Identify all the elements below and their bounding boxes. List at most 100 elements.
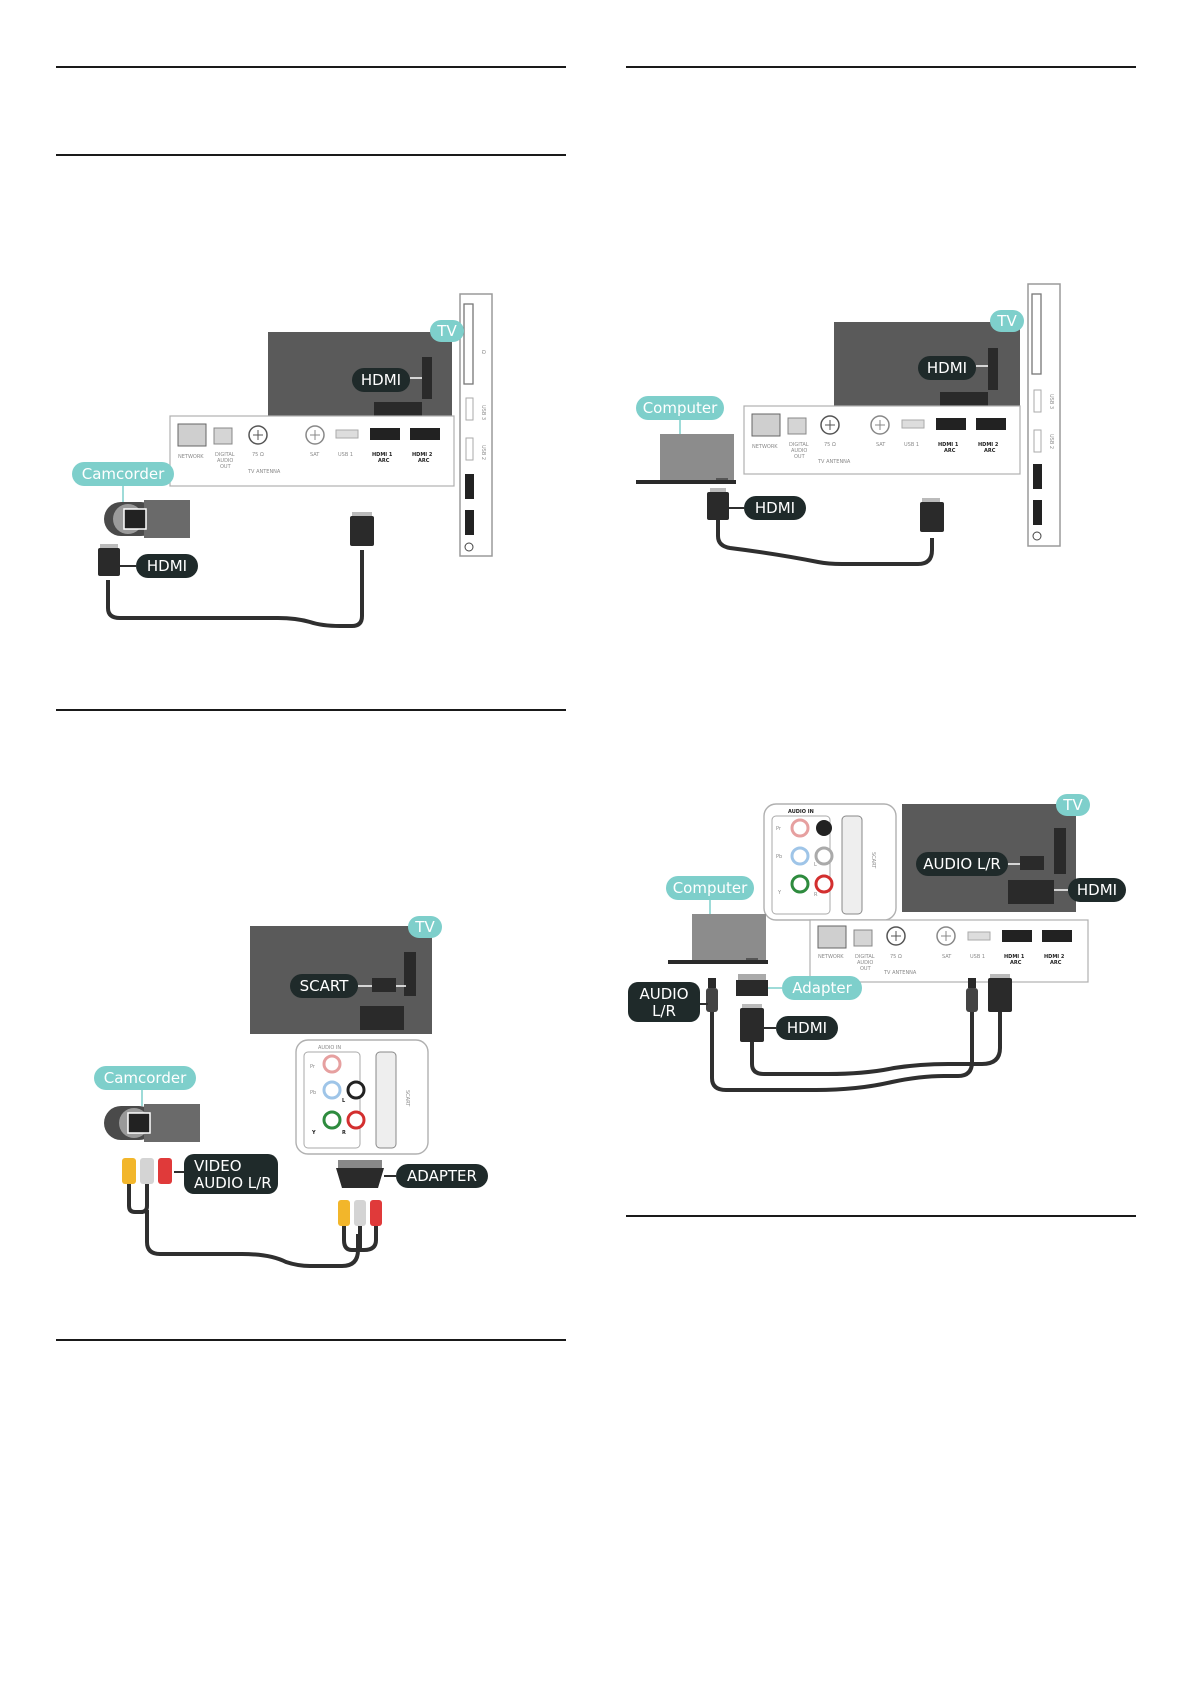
svg-text:Y: Y [777,890,782,896]
hdmi-cable [750,1012,1002,1076]
hdmi-cable [106,550,364,628]
audio-cable-label: AUDIO L/R [628,982,700,1022]
video-audio-label: VIDEO AUDIO L/R [184,1154,278,1194]
svg-text:Camcorder: Camcorder [104,1069,187,1087]
svg-text:OUT: OUT [220,464,232,470]
computer-label: Computer [636,396,724,420]
svg-text:ADAPTER: ADAPTER [407,1167,477,1185]
usb2-label: USB 2 [480,445,486,460]
audio-cable [710,1012,974,1092]
svg-text:NETWORK: NETWORK [752,444,778,450]
svg-text:HDMI 2: HDMI 2 [978,442,999,448]
svg-text:Ω: Ω [480,350,486,354]
scart-adapter [336,1160,384,1252]
section-divider [56,1339,566,1341]
computer-label: Computer [666,876,754,900]
tv-side-panel: Ω USB 3 USB 2 [459,293,493,557]
svg-text:Adapter: Adapter [792,979,852,997]
camcorder-label: Camcorder [94,1066,196,1090]
svg-text:AUDIO IN: AUDIO IN [318,1045,341,1051]
svg-text:SCART: SCART [870,852,876,869]
svg-text:Camcorder: Camcorder [82,465,165,483]
svg-text:HDMI: HDMI [927,359,967,377]
svg-text:AUDIO: AUDIO [639,985,688,1003]
svg-text:AUDIO: AUDIO [217,458,233,464]
camcorder-hdmi-diagram: Ω USB 3 USB 2 TV HDMI NETWORK DIGITAL AU… [60,290,500,635]
svg-text:HDMI: HDMI [787,1019,827,1037]
computer-hdmi-diagram: USB 3 USB 2 TV HDMI NETWORK DIGITAL AUDI… [628,282,1068,602]
svg-text:TV ANTENNA: TV ANTENNA [883,970,917,976]
svg-text:Pr: Pr [310,1064,316,1070]
section-divider [56,66,566,68]
camcorder [104,1104,200,1142]
camcorder-scart-diagram: TV SCART AUDIO IN Pr Pb Y L R SCART Camc… [80,910,520,1280]
svg-text:ARC: ARC [378,458,390,464]
svg-text:SCART: SCART [404,1090,410,1107]
svg-text:AUDIO: AUDIO [791,448,807,454]
camcorder [104,500,190,538]
svg-text:SAT: SAT [942,954,952,960]
audio-port-label: AUDIO L/R [916,852,1008,876]
hdmi-cable-label: HDMI [744,496,806,520]
svg-text:Pb: Pb [776,854,782,860]
rca-cable [127,1184,360,1268]
audio-in-panel: AUDIO IN Pr Pb Y L R SCART [295,1039,429,1155]
svg-text:ARC: ARC [1010,960,1022,966]
hdmi-cable-label: HDMI [136,554,198,578]
computer [668,914,768,964]
audio-in-panel: AUDIO IN Pr Pb Y L R SCART [763,803,897,921]
svg-text:TV: TV [414,918,435,936]
svg-text:HDMI 2: HDMI 2 [412,452,433,458]
svg-text:R: R [342,1130,346,1136]
usb3-label: USB 3 [480,405,486,420]
hdmi-port-label: HDMI [918,356,976,380]
svg-text:AUDIO L/R: AUDIO L/R [923,855,1001,873]
rca-plugs-camcorder [122,1158,172,1184]
svg-text:OUT: OUT [794,454,806,460]
svg-text:ARC: ARC [984,448,996,454]
section-divider [626,1215,1136,1217]
tv-badge: TV [430,320,464,342]
svg-text:DIGITAL: DIGITAL [855,954,875,960]
svg-text:AUDIO L/R: AUDIO L/R [194,1174,272,1192]
svg-text:AUDIO IN: AUDIO IN [788,809,814,815]
svg-text:HDMI 1: HDMI 1 [1004,954,1025,960]
svg-text:USB 2: USB 2 [1048,434,1054,449]
svg-text:TV: TV [1062,796,1083,814]
tv-badge: TV [408,916,442,938]
connector-panel: NETWORK DIGITAL AUDIO OUT 75 Ω TV ANTENN… [169,415,455,487]
svg-text:R: R [814,892,818,898]
svg-text:HDMI: HDMI [361,371,401,389]
svg-text:TV ANTENNA: TV ANTENNA [817,459,851,465]
section-divider [56,154,566,156]
svg-text:ARC: ARC [1050,960,1062,966]
svg-text:TV: TV [996,312,1017,330]
svg-text:USB 1: USB 1 [970,954,985,960]
tv-badge: TV [990,310,1024,332]
connector-panel: NETWORK DIGITAL AUDIO OUT 75 Ω TV ANTENN… [809,919,1089,983]
svg-text:TV ANTENNA: TV ANTENNA [247,469,281,475]
svg-text:USB 1: USB 1 [338,452,353,458]
section-divider [626,66,1136,68]
svg-text:L: L [342,1098,346,1104]
svg-text:75 Ω: 75 Ω [252,452,264,458]
svg-text:75 Ω: 75 Ω [890,954,902,960]
svg-text:ARC: ARC [418,458,430,464]
svg-text:OUT: OUT [860,966,872,972]
svg-text:HDMI 2: HDMI 2 [1044,954,1065,960]
svg-text:L: L [814,862,817,868]
tv-badge: TV [1056,794,1090,816]
tv-side-panel: USB 3 USB 2 [1027,283,1061,547]
svg-text:ARC: ARC [944,448,956,454]
svg-text:HDMI 1: HDMI 1 [372,452,393,458]
svg-text:DIGITAL: DIGITAL [215,452,235,458]
svg-text:SAT: SAT [876,442,886,448]
svg-text:HDMI: HDMI [147,557,187,575]
svg-text:VIDEO: VIDEO [194,1157,242,1175]
svg-text:HDMI 1: HDMI 1 [938,442,959,448]
scart-port-label: SCART [290,974,358,998]
connector-panel: NETWORK DIGITAL AUDIO OUT 75 Ω TV ANTENN… [743,405,1021,475]
svg-text:Pr: Pr [776,826,782,832]
svg-text:NETWORK: NETWORK [818,954,844,960]
computer [636,434,736,484]
